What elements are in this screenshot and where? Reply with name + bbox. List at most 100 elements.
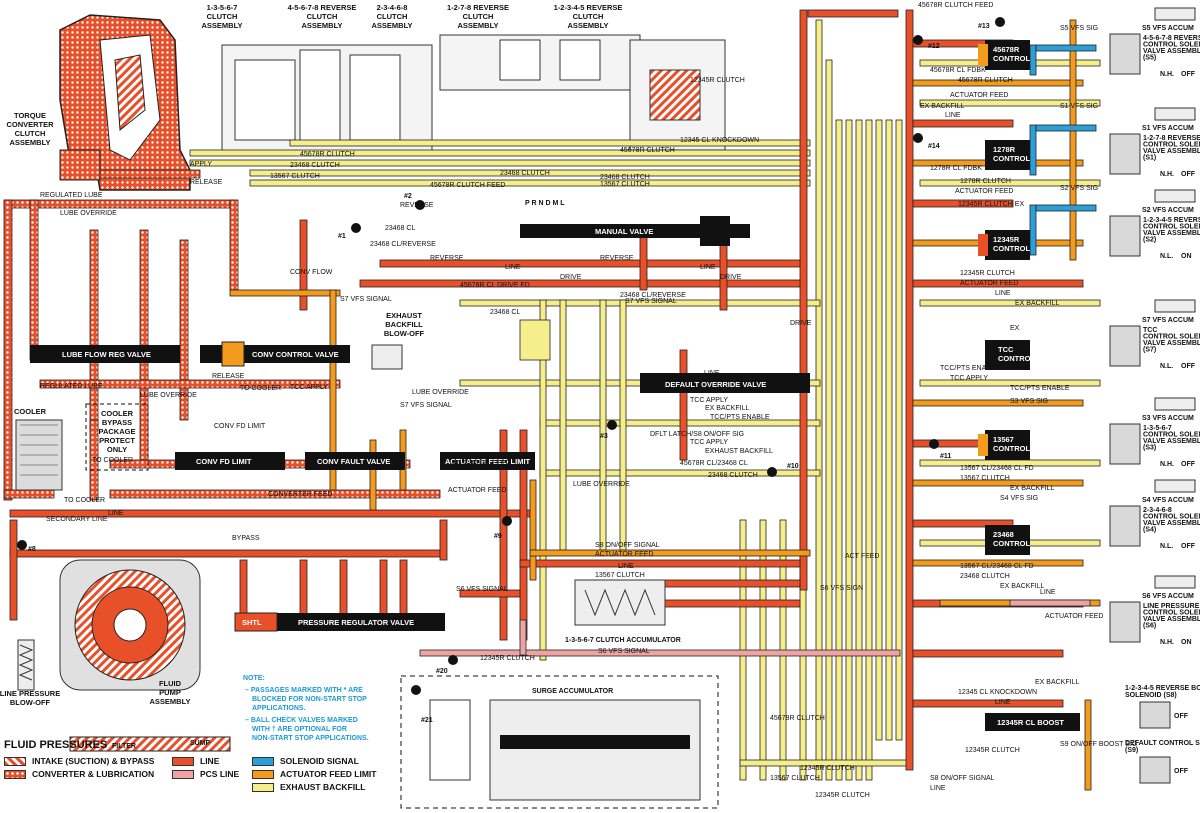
svg-text:EX BACKFILL: EX BACKFILL <box>920 103 964 110</box>
solenoid-state: OFF <box>1181 71 1196 78</box>
svg-text:LINE: LINE <box>1040 589 1056 596</box>
svg-text:S6 VFS SIGN: S6 VFS SIGN <box>820 585 863 592</box>
svg-text:12345R CLUTCH: 12345R CLUTCH <box>800 765 855 772</box>
note-line4: – BALL CHECK VALVES MARKED <box>245 717 358 724</box>
svg-text:LINE: LINE <box>995 290 1011 297</box>
solenoid-body <box>1109 33 1141 75</box>
svg-text:13567 CLUTCH: 13567 CLUTCH <box>960 475 1010 482</box>
svg-text:RELEASE: RELEASE <box>190 179 223 186</box>
svg-text:TCC/PTS ENABLE: TCC/PTS ENABLE <box>710 414 770 421</box>
svg-text:12345R CLUTCH: 12345R CLUTCH <box>480 655 535 662</box>
solenoid-nh: N.L. <box>1160 363 1173 370</box>
svg-text:LUBE OVERRIDE: LUBE OVERRIDE <box>60 210 117 217</box>
svg-text:#10: #10 <box>787 463 799 470</box>
svg-text:REGULATED LUBE: REGULATED LUBE <box>40 192 103 199</box>
svg-text:45678R CL FDBK: 45678R CL FDBK <box>930 67 986 74</box>
svg-text:ACTUATOR FEED: ACTUATOR FEED <box>448 487 506 494</box>
legend-item: ACTUATOR FEED LIMIT <box>252 769 376 779</box>
svg-text:REGULATED LUBE: REGULATED LUBE <box>40 383 103 390</box>
conv-control-valve: CONV CONTROL VALVE <box>200 341 350 367</box>
svg-text:ACT FEED: ACT FEED <box>845 553 880 560</box>
svg-text:DFLT LATCH/S8 ON/OFF SIG: DFLT LATCH/S8 ON/OFF SIG <box>650 431 744 438</box>
svg-text:S7 VFS SIGNAL: S7 VFS SIGNAL <box>400 402 452 409</box>
legend-label: EXHAUST BACKFILL <box>280 782 366 792</box>
svg-text:TO COOLER: TO COOLER <box>64 497 105 504</box>
svg-text:EX BACKFILL: EX BACKFILL <box>1015 300 1059 307</box>
solenoid-extra-label: DEFAULT CONTROL SOLENOID(S9) <box>1125 740 1200 754</box>
sump-label: SUMP <box>190 740 211 747</box>
svg-text:RELEASE: RELEASE <box>212 373 245 380</box>
pressure-regulator-label: PRESSURE REGULATOR VALVE <box>298 618 414 627</box>
svg-text:1278R CL FDBK: 1278R CL FDBK <box>930 165 982 172</box>
solenoid-body <box>1109 601 1141 643</box>
exhaust-backfill-passages <box>189 19 1101 781</box>
svg-text:45678R CLUTCH FEED: 45678R CLUTCH FEED <box>918 2 993 9</box>
svg-text:TCC APPLY: TCC APPLY <box>690 439 728 446</box>
svg-text:EXHAUST BACKFILL: EXHAUST BACKFILL <box>705 448 773 455</box>
line-pressure-passages <box>9 9 1084 771</box>
conv-fault-valve: CONV FAULT VALVE <box>305 452 405 470</box>
svg-text:45678R CLUTCH: 45678R CLUTCH <box>958 77 1013 84</box>
legend-swatch <box>172 756 194 766</box>
solenoid-nh: N.H. <box>1160 71 1174 78</box>
actuator-feed-limit-valve: ACTUATOR FEED LIMIT <box>440 452 535 470</box>
legend-label: INTAKE (SUCTION) & BYPASS <box>32 756 155 766</box>
solenoid-state: OFF <box>1181 461 1196 468</box>
legend-label: PCS LINE <box>200 769 240 779</box>
solenoid-state: ON <box>1181 639 1192 646</box>
clutch-pack-drawing <box>221 34 726 156</box>
lube-flow-reg-valve-label: LUBE FLOW REG VALVE <box>62 350 151 359</box>
accumulator-13567-label: 1-3-5-6-7 CLUTCH ACCUMULATOR <box>565 637 681 644</box>
legend-item: SOLENOID SIGNAL <box>252 756 359 766</box>
svg-text:12345R CLUTCH: 12345R CLUTCH <box>815 792 870 799</box>
svg-text:13567 CLUTCH: 13567 CLUTCH <box>270 173 320 180</box>
pressure-regulator-valve: SHTL PRESSURE REGULATOR VALVE <box>234 612 445 632</box>
svg-text:23468 CLUTCH: 23468 CLUTCH <box>290 162 340 169</box>
notes: NOTE: – PASSAGES MARKED WITH * ARE BLOCK… <box>243 675 369 742</box>
svg-text:13567 CLUTCH: 13567 CLUTCH <box>770 775 820 782</box>
svg-text:CONV FLOW: CONV FLOW <box>290 269 333 276</box>
svg-text:#21: #21 <box>421 717 433 724</box>
svg-text:#12: #12 <box>928 43 940 50</box>
svg-text:23468 CLUTCH: 23468 CLUTCH <box>600 174 650 181</box>
solenoid-body <box>1109 423 1141 465</box>
svg-text:LINE: LINE <box>930 785 946 792</box>
filter-sump: FILTER SUMP <box>69 736 231 752</box>
passage-labels: REGULATED LUBE LUBE OVERRIDE REGULATED L… <box>40 2 1137 799</box>
solenoid-body <box>1109 325 1141 367</box>
pcs-line-passages <box>419 599 1091 657</box>
svg-text:LINE: LINE <box>945 112 961 119</box>
legend-item: EXHAUST BACKFILL <box>252 782 365 792</box>
svg-text:#8: #8 <box>28 546 36 553</box>
svg-text:#11: #11 <box>940 453 951 460</box>
svg-text:13567 CLUTCH: 13567 CLUTCH <box>600 181 650 188</box>
svg-text:TCC APPLY: TCC APPLY <box>690 397 728 404</box>
svg-text:45678R CLUTCH: 45678R CLUTCH <box>620 147 675 154</box>
legend-item: INTAKE (SUCTION) & BYPASS <box>4 756 154 766</box>
legend-item: PCS LINE <box>172 769 239 779</box>
svg-text:S7 VFS SIGNAL: S7 VFS SIGNAL <box>340 296 392 303</box>
solenoid-body <box>1139 701 1171 729</box>
svg-text:12345 CL KNOCKDOWN: 12345 CL KNOCKDOWN <box>958 689 1037 696</box>
actuator-feed-limit-label: ACTUATOR FEED LIMIT <box>445 457 531 466</box>
svg-text:#14: #14 <box>928 143 940 150</box>
conv-fd-limit-valve: CONV FD LIMIT <box>175 452 285 470</box>
